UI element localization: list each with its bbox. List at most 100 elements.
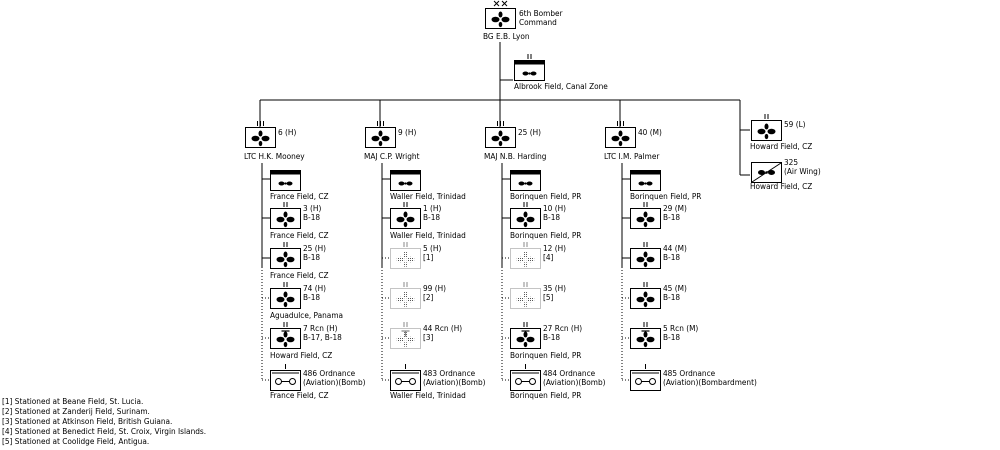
- light-squadron-unit: [751, 114, 782, 141]
- squadron-unit: [390, 202, 421, 229]
- air-wing-unit: [751, 162, 782, 183]
- group-commander: MAJ N.B. Harding: [484, 151, 547, 161]
- squadron-unit: [630, 322, 661, 349]
- echelon-marker: [617, 121, 624, 126]
- group-label: 25 (H): [518, 127, 541, 137]
- squadron-location: Aguadulce, Panama: [270, 310, 343, 320]
- unit-frame: [270, 288, 301, 309]
- echelon-marker: [643, 202, 648, 207]
- squadron-unit: [270, 322, 301, 349]
- echelon-marker: [764, 114, 769, 119]
- squadron-unit: [390, 282, 421, 309]
- squadron-label: B-18: [663, 332, 680, 342]
- squadron-label: [2]: [423, 292, 434, 302]
- bomber-propeller-icon: [396, 251, 415, 268]
- echelon-marker: [643, 282, 648, 287]
- squadron-label: B-18: [303, 212, 320, 222]
- command-marker: [493, 0, 508, 7]
- echelon-marker: [403, 202, 408, 207]
- connector-lines: [259, 42, 750, 381]
- echelon-marker: [377, 121, 384, 126]
- headquarters-bar: [510, 170, 541, 175]
- squadron-label: B-18: [423, 212, 440, 222]
- group-headquarters-unit: [270, 170, 301, 191]
- bomber-propeller-icon: [636, 291, 655, 308]
- squadron-label: [3]: [423, 332, 434, 342]
- group-hq-location: France Field, CZ: [270, 191, 329, 201]
- bomber-propeller-icon: [516, 291, 535, 308]
- echelon-marker: [643, 322, 648, 327]
- ordnance-label: 486 Ordnance: [303, 368, 356, 378]
- unit-frame: [510, 328, 541, 349]
- squadron-label: B-17, B-18: [303, 332, 342, 342]
- unit-frame: [630, 370, 661, 391]
- bomber-propeller-icon: [518, 181, 533, 186]
- squadron-label: 25 (H): [303, 243, 326, 253]
- air-wing-label: (Air Wing): [784, 166, 821, 176]
- squadron-location: Howard Field, CZ: [270, 350, 332, 360]
- ordnance-label: (Aviation)(Bomb): [543, 377, 606, 387]
- group-hq-location: Borinquen Field, PR: [510, 191, 581, 201]
- echelon-marker: [257, 121, 264, 126]
- bomber-propeller-icon: [396, 291, 415, 308]
- group-headquarters-unit: [510, 170, 541, 191]
- command-headquarters-unit: [514, 54, 545, 81]
- headquarters-bar: [630, 170, 661, 175]
- squadron-unit: [510, 322, 541, 349]
- unit-frame: [365, 127, 396, 148]
- ordnance-location: Waller Field, Trinidad: [390, 390, 466, 400]
- echelon-marker: [283, 282, 288, 287]
- squadron-label: 3 (H): [303, 203, 321, 213]
- unit-frame: [390, 370, 421, 391]
- ordnance-company-unit: [390, 364, 421, 391]
- group-label: 6 (H): [278, 127, 296, 137]
- air-wing-label: 325: [784, 157, 798, 167]
- group-commander: LTC H.K. Mooney: [244, 151, 305, 161]
- group-unit: [485, 121, 516, 148]
- ordnance-label: 485 Ordnance: [663, 368, 716, 378]
- group-commander: MAJ C.P. Wright: [364, 151, 420, 161]
- unit-frame: [390, 288, 421, 309]
- unit-frame: [270, 208, 301, 229]
- unit-frame: [485, 127, 516, 148]
- bomber-propeller-icon: [276, 251, 295, 268]
- echelon-marker: [643, 242, 648, 247]
- footnotes: [1] Stationed at Beane Field, St. Lucia.…: [2, 396, 206, 446]
- squadron-location: Waller Field, Trinidad: [390, 230, 466, 240]
- ordnance-location: Borinquen Field, PR: [510, 390, 581, 400]
- bomber-propeller-icon: [516, 211, 535, 228]
- echelon-marker: [523, 242, 528, 247]
- echelon-marker: [403, 282, 408, 287]
- bomber-propeller-icon: [757, 123, 776, 140]
- footnote: [4] Stationed at Benedict Field, St. Cro…: [2, 426, 206, 436]
- bomber-propeller-icon: [398, 181, 413, 186]
- unit-frame: [390, 208, 421, 229]
- squadron-unit: [270, 282, 301, 309]
- unit-frame: [270, 248, 301, 269]
- squadron-unit: [630, 242, 661, 269]
- squadron-label: 1 (H): [423, 203, 441, 213]
- bomber-propeller-icon: [522, 71, 537, 76]
- command-name: Command: [519, 17, 557, 27]
- ordnance-icon: [632, 372, 659, 385]
- group-headquarters-unit: [630, 170, 661, 191]
- unit-frame: [485, 8, 516, 29]
- headquarters-bar: [514, 60, 545, 65]
- squadron-label: [5]: [543, 292, 554, 302]
- unit-frame: [270, 328, 301, 349]
- squadron-location: France Field, CZ: [270, 270, 329, 280]
- squadron-label: B-18: [543, 212, 560, 222]
- unit-frame: [630, 288, 661, 309]
- bomber-propeller-icon: [371, 130, 390, 147]
- ordnance-icon: [392, 372, 419, 385]
- bomber-propeller-icon: [251, 130, 270, 147]
- hq-location: Albrook Field, Canal Zone: [514, 81, 608, 91]
- squadron-label: 10 (H): [543, 203, 566, 213]
- squadron-unit: [270, 242, 301, 269]
- ordnance-company-unit: [630, 364, 661, 391]
- squadron-label: [1]: [423, 252, 434, 262]
- squadron-label: 74 (H): [303, 283, 326, 293]
- bomber-propeller-icon: [516, 251, 535, 268]
